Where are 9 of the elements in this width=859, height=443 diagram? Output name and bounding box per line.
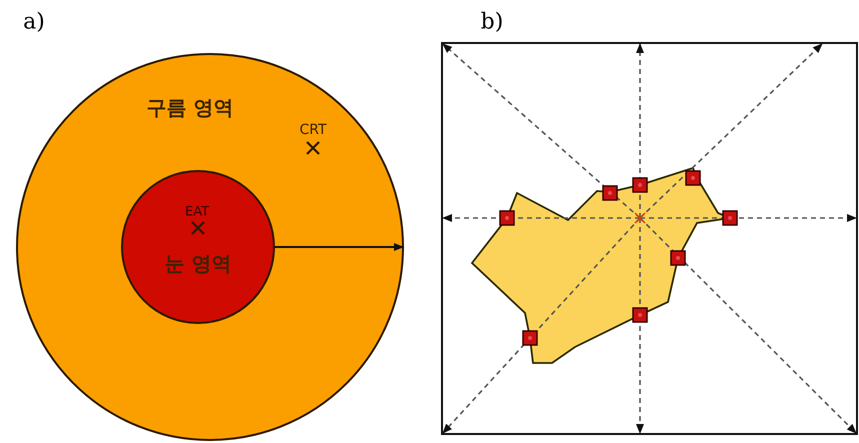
region-label: 눈 영역 xyxy=(164,250,232,278)
panel-label: a) xyxy=(23,10,45,34)
panel-label: b) xyxy=(480,10,504,34)
arrow xyxy=(275,243,404,251)
snow-region-circle xyxy=(121,170,275,324)
cloud-region-circle xyxy=(16,53,404,441)
point-label: EAT xyxy=(184,204,210,220)
region-label: 구름 영역 xyxy=(146,94,234,122)
point-label: CRT xyxy=(299,122,327,138)
